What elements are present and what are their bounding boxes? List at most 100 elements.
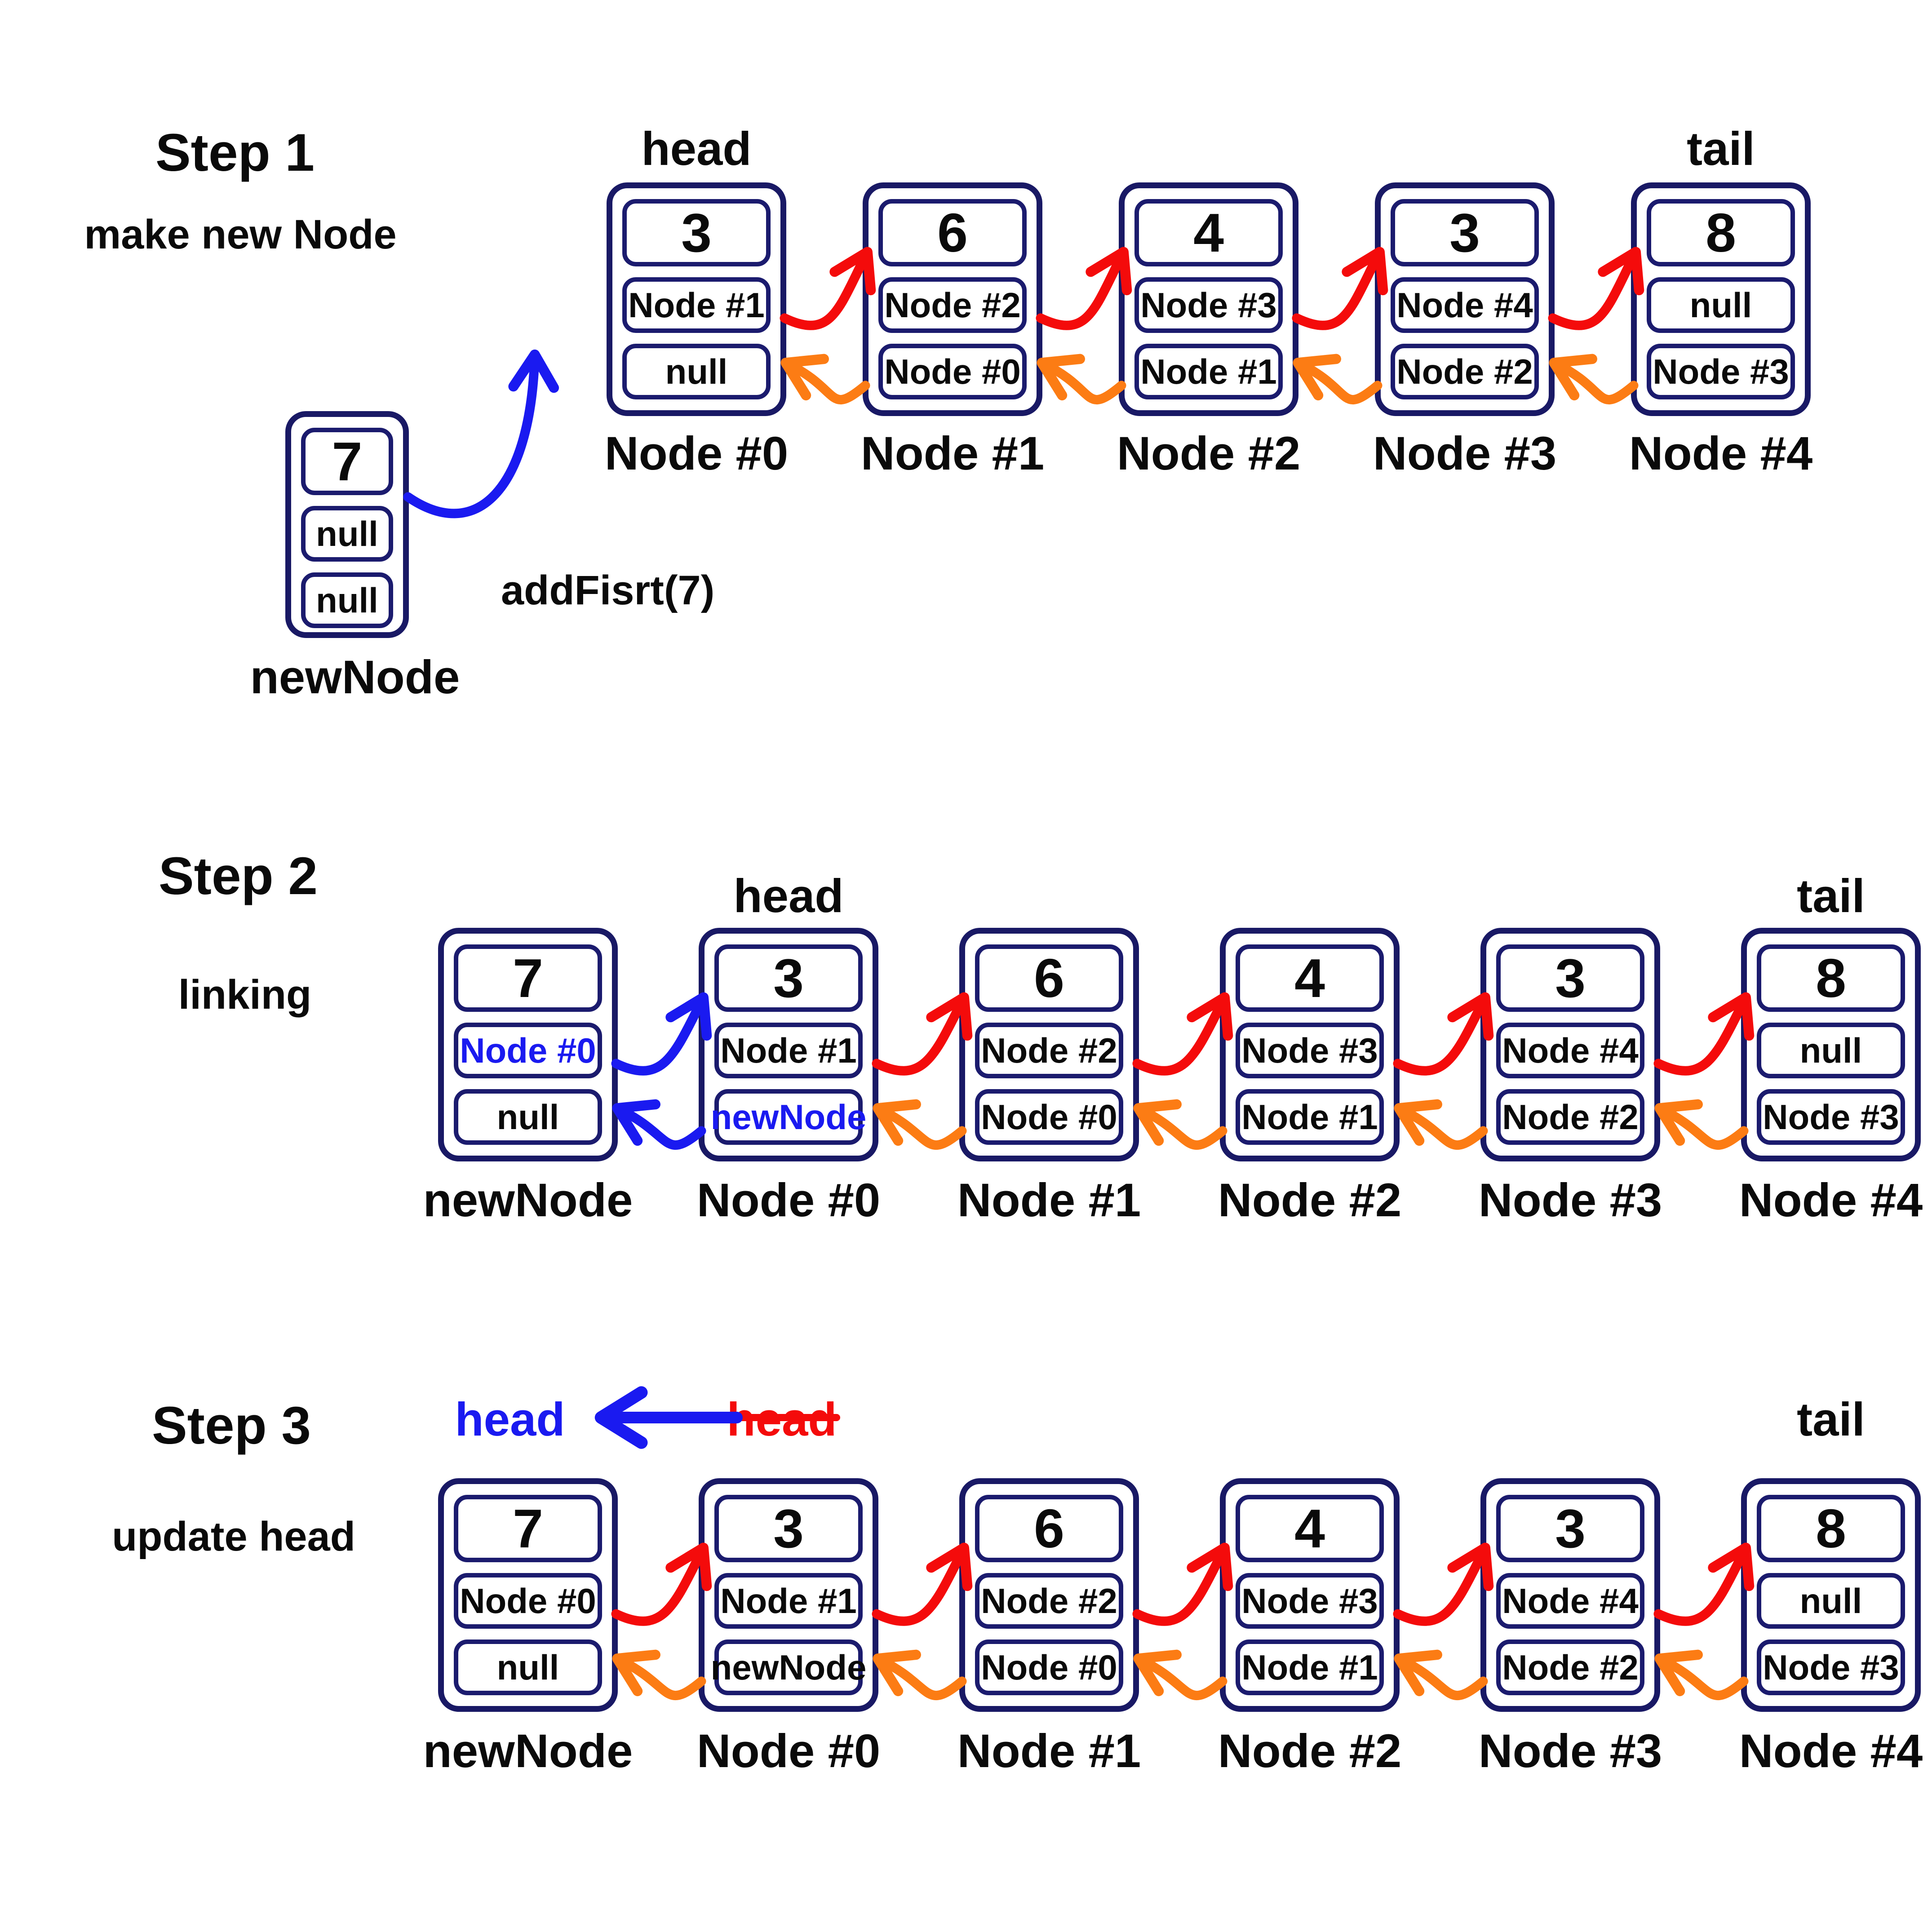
node-label: Node #4 [1739,1725,1923,1777]
node-next-pointer: null [301,506,393,562]
tail-pointer-label: tail [1687,123,1755,175]
node-label: newNode [423,1725,633,1777]
node-next-pointer: null [1757,1573,1905,1629]
node-value: 6 [975,1495,1123,1562]
node-value: 6 [878,199,1027,266]
node-value: 4 [1236,944,1384,1012]
node-value: 7 [454,944,602,1012]
node-next-pointer: Node #0 [454,1573,602,1629]
node-prev-pointer: Node #0 [975,1640,1123,1695]
node-value: 3 [622,199,771,266]
node-prev-pointer: Node #3 [1757,1089,1905,1145]
node-value: 8 [1647,199,1795,266]
step3-new-head-label: head [455,1393,565,1446]
node-prev-pointer: null [301,572,393,628]
node-prev-pointer: Node #3 [1647,344,1795,399]
node-label: Node #4 [1629,427,1813,480]
node-label: Node #1 [957,1725,1141,1777]
node-prev-pointer: Node #0 [975,1089,1123,1145]
node-next-pointer: Node #3 [1236,1573,1384,1629]
node-prev-pointer: null [454,1089,602,1145]
node-label: Node #3 [1478,1174,1662,1227]
node-label: Node #3 [1478,1725,1662,1777]
node-label: Node #0 [696,1725,881,1777]
node-next-pointer: Node #4 [1496,1023,1644,1078]
node-prev-pointer: Node #3 [1757,1640,1905,1695]
node-prev-pointer: Node #1 [1134,344,1283,399]
node-value: 3 [714,1495,863,1562]
node-prev-pointer: Node #1 [1236,1089,1384,1145]
node-label: Node #0 [604,427,789,480]
step1-title: Step 1 [155,123,315,182]
node-value: 8 [1757,1495,1905,1562]
step3-title: Step 3 [151,1396,311,1455]
node-next-pointer: Node #2 [975,1573,1123,1629]
node-label: newNode [423,1174,633,1227]
tail-pointer-label: tail [1797,870,1865,922]
node-value: 6 [975,944,1123,1012]
node-value: 7 [301,428,393,495]
node-next-pointer: Node #1 [622,277,771,333]
node-next-pointer: Node #2 [878,277,1027,333]
node-value: 4 [1134,199,1283,266]
step2-title: Step 2 [158,846,318,906]
node-value: 3 [1496,944,1644,1012]
node-label: Node #3 [1373,427,1557,480]
node-prev-pointer: Node #1 [1236,1640,1384,1695]
node-value: 4 [1236,1495,1384,1562]
step1-subtitle: make new Node [84,212,397,257]
node-next-pointer: null [1757,1023,1905,1078]
node-prev-pointer: null [622,344,771,399]
node-next-pointer: Node #4 [1391,277,1539,333]
head-pointer-label: head [641,123,752,175]
node-label: Node #1 [957,1174,1141,1227]
node-next-pointer: Node #0 [454,1023,602,1078]
node-prev-pointer: newNode [711,1089,866,1145]
node-label: Node #2 [1117,427,1301,480]
node-prev-pointer: Node #0 [878,344,1027,399]
node-prev-pointer: newNode [711,1640,866,1695]
step3-subtitle: update head [112,1514,355,1560]
node-prev-pointer: null [454,1640,602,1695]
node-next-pointer: Node #4 [1496,1573,1644,1629]
node-next-pointer: Node #2 [975,1023,1123,1078]
head-pointer-label: head [733,870,844,922]
node-next-pointer: Node #3 [1134,277,1283,333]
node-value: 3 [714,944,863,1012]
node-value: 3 [1496,1495,1644,1562]
node-prev-pointer: Node #2 [1496,1640,1644,1695]
node-value: 7 [454,1495,602,1562]
node-box: 7 null null [285,411,409,638]
node-next-pointer: null [1647,277,1795,333]
node-value: 8 [1757,944,1905,1012]
node-label: Node #2 [1218,1725,1402,1777]
add-first-annotation: addFisrt(7) [501,567,715,613]
node-label: Node #1 [860,427,1045,480]
node-next-pointer: Node #1 [714,1573,863,1629]
node-prev-pointer: Node #2 [1391,344,1539,399]
step2-subtitle: linking [178,972,312,1018]
node-next-pointer: Node #3 [1236,1023,1384,1078]
node-label: Node #4 [1739,1174,1923,1227]
node-value: 3 [1391,199,1539,266]
node-label: Node #0 [696,1174,881,1227]
node-label: newNode [250,651,460,704]
